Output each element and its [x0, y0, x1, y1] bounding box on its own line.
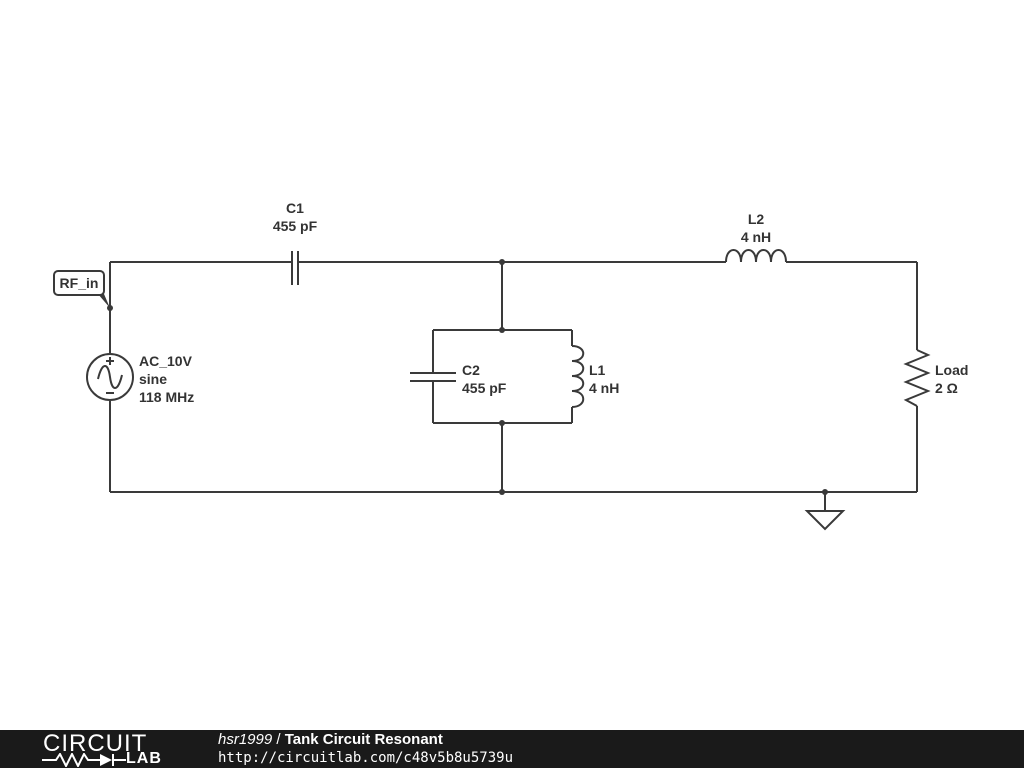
resistor-diode-icon — [42, 753, 126, 767]
l1-value-label: 4 nH — [589, 380, 619, 396]
circuit-meta: hsr1999 / Tank Circuit Resonant http://c… — [218, 731, 513, 767]
load-ref-label: Load — [935, 362, 968, 378]
source-ref-label: AC_10V — [139, 353, 193, 369]
wires — [109, 261, 918, 511]
footer-bar: CIRCUIT LAB hsr1999 / Tank Circuit Reson… — [0, 730, 1024, 768]
load-value-label: 2 Ω — [935, 380, 958, 396]
c1-value-label: 455 pF — [273, 218, 318, 234]
title-separator: / — [272, 731, 285, 748]
ac-voltage-source[interactable] — [86, 353, 134, 401]
c1-ref-label: C1 — [286, 200, 304, 216]
resistor-load[interactable] — [903, 349, 931, 407]
c2-ref-label: C2 — [462, 362, 480, 378]
source-frequency-label: 118 MHz — [139, 389, 194, 405]
c2-value-label: 455 pF — [462, 380, 507, 396]
capacitor-c1[interactable] — [291, 251, 299, 285]
logo-text-lab: LAB — [126, 750, 162, 767]
circuit-url-link[interactable]: http://circuitlab.com/c48v5b8u5739u — [218, 750, 514, 766]
capacitor-c2[interactable] — [410, 372, 456, 382]
l1-ref-label: L1 — [589, 362, 606, 378]
l2-value-label: 4 nH — [741, 229, 771, 245]
circuit-title: Tank Circuit Resonant — [284, 731, 443, 748]
net-label-rf-in[interactable]: RF_in — [53, 270, 110, 308]
schematic-canvas: RF_in C1 455 pF L2 4 nH C2 455 pF L1 4 n… — [53, 200, 968, 531]
logo-text-circuit: CIRCUIT — [43, 730, 148, 757]
net-label-text: RF_in — [60, 275, 99, 291]
source-type-label: sine — [139, 371, 167, 387]
inductor-l2[interactable] — [725, 249, 787, 263]
author-link[interactable]: hsr1999 — [218, 731, 273, 748]
junction-dots — [107, 259, 828, 495]
circuitlab-logo[interactable]: CIRCUIT LAB — [40, 730, 180, 768]
l2-ref-label: L2 — [748, 211, 765, 227]
ground-symbol[interactable] — [804, 510, 846, 531]
inductor-l1[interactable] — [571, 345, 585, 408]
